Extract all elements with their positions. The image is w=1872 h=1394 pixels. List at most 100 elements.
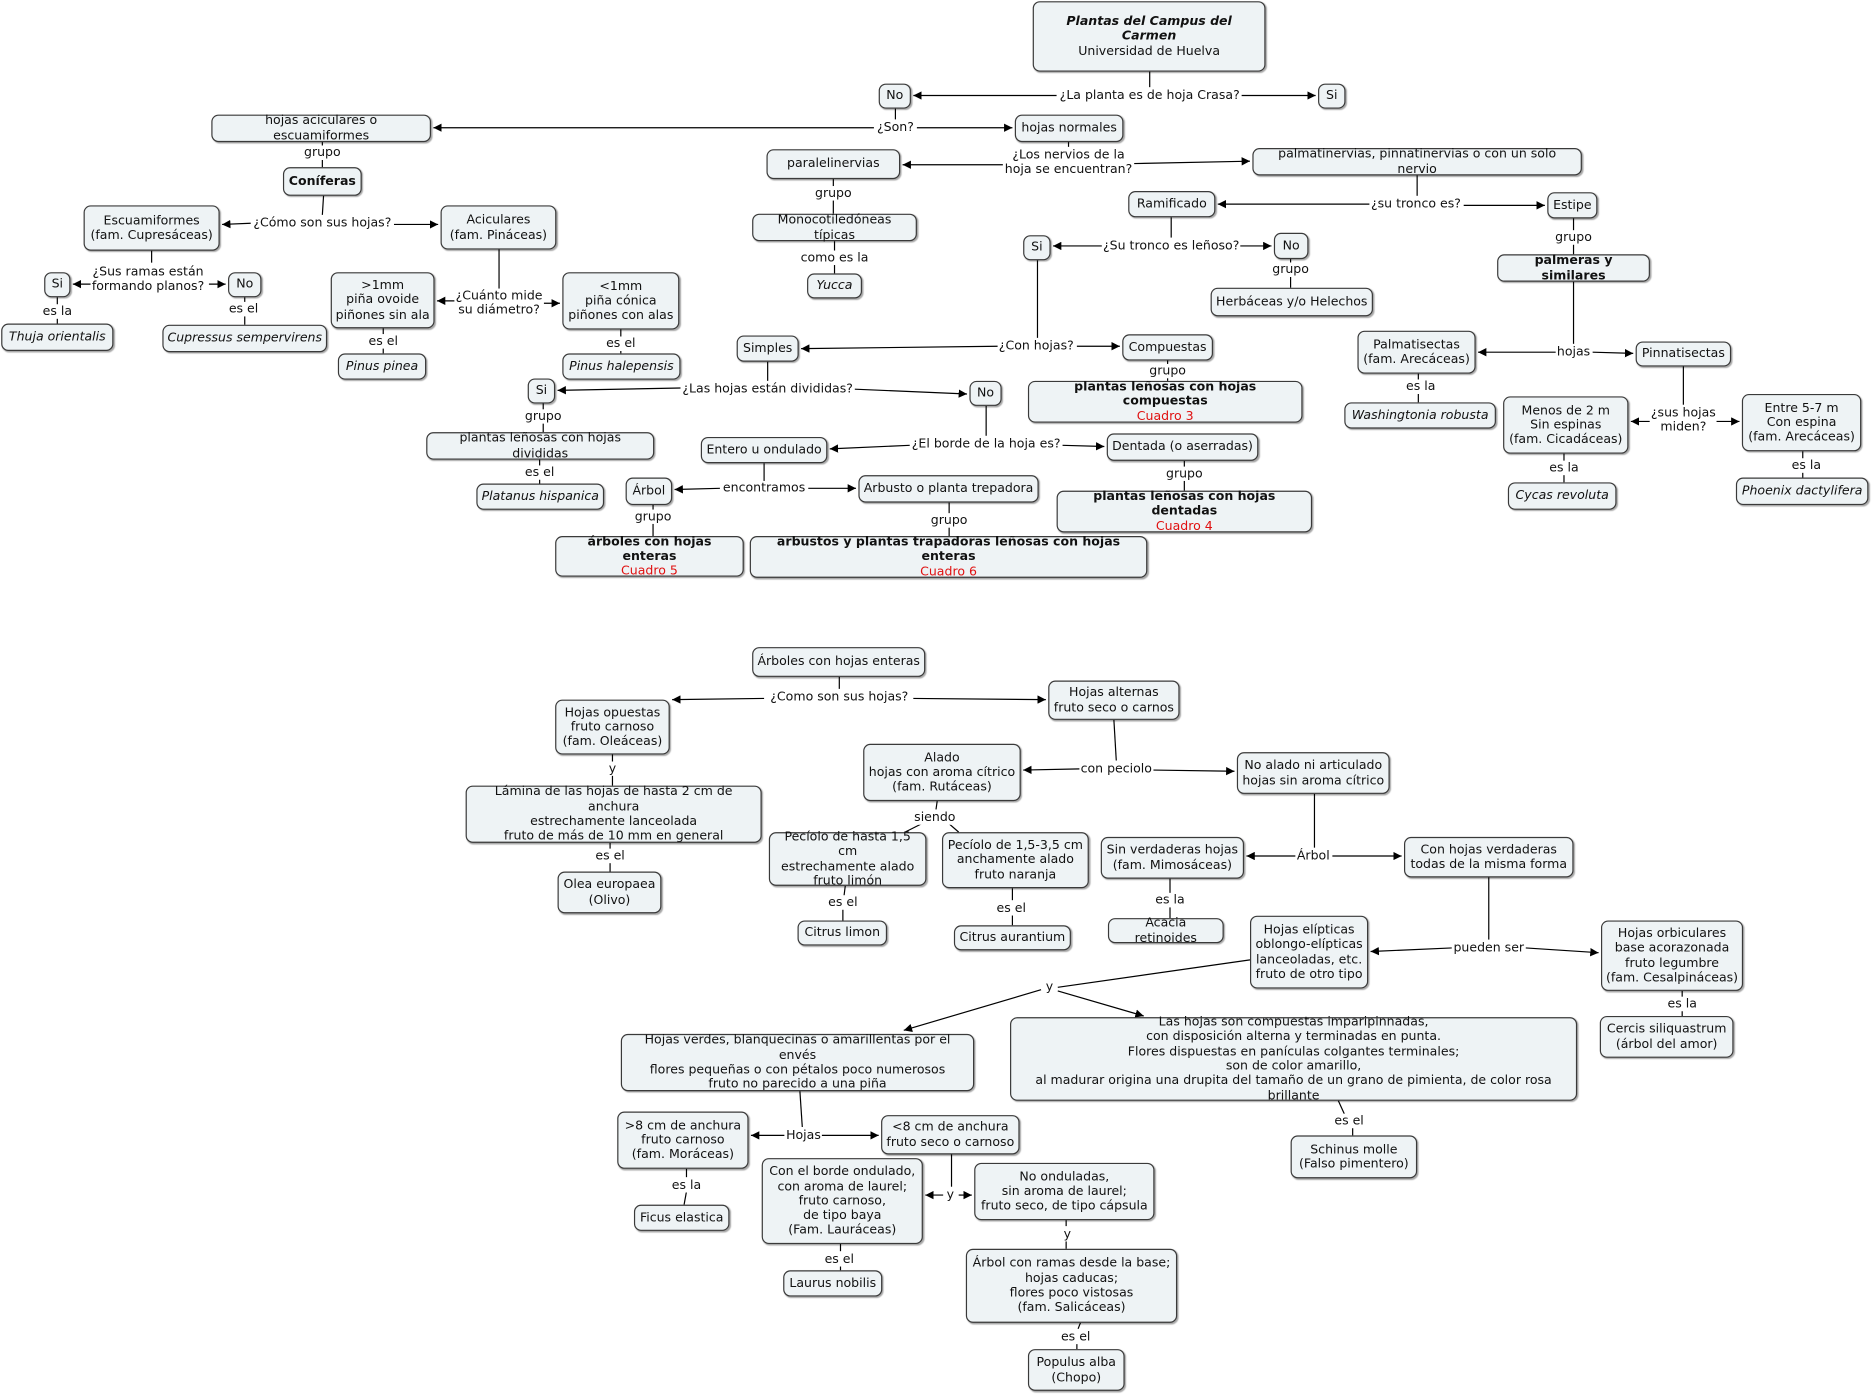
concept-entre57[interactable]: Entre 5-7 m Con espina (fam. Arecáceas) xyxy=(1741,393,1862,452)
concept-no2[interactable]: No xyxy=(1273,232,1309,260)
concept-text: palmatinervias, pinnatinervias o con un … xyxy=(1278,147,1557,177)
concept-acacia[interactable]: Acacia retinoides xyxy=(1107,916,1224,945)
concept-elipticas[interactable]: Hojas elípticas oblongo-elípticas lanceo… xyxy=(1249,915,1369,989)
concept-thuja[interactable]: Thuja orientalis xyxy=(1,323,114,352)
linking-phrase-cuanto: ¿Cuánto mide su diámetro? xyxy=(454,288,544,318)
concept-peciolo153[interactable]: Pecíolo de 1,5-3,5 cm anchamente alado f… xyxy=(941,832,1089,889)
concept-pinnatisectas[interactable]: Pinnatisectas xyxy=(1635,341,1732,367)
concept-citrus-limon[interactable]: Citrus limon xyxy=(797,920,888,946)
concept-escuamiformes[interactable]: Escuamiformes (fam. Cupresáceas) xyxy=(83,205,220,251)
concept-palmatinervias[interactable]: palmatinervias, pinnatinervias o con un … xyxy=(1252,147,1582,177)
concept-aciculares[interactable]: Aciculares (fam. Pináceas) xyxy=(440,205,557,250)
concept-text: Palmatisectas (fam. Arecáceas) xyxy=(1363,337,1470,367)
concept-si2[interactable]: Si xyxy=(1023,235,1051,261)
concept-yucca[interactable]: Yucca xyxy=(807,273,862,299)
concept-platanus[interactable]: Platanus hispanica xyxy=(476,483,605,510)
concept-dentada[interactable]: Dentada (o aserradas) xyxy=(1106,433,1259,461)
concept-estipe[interactable]: Estipe xyxy=(1547,192,1598,219)
concept-arbusto[interactable]: Arbusto o planta trepadora xyxy=(858,475,1039,503)
concept-palmatisectas[interactable]: Palmatisectas (fam. Arecáceas) xyxy=(1357,330,1476,374)
concept-arbol[interactable]: Árbol xyxy=(625,477,673,506)
concept-coniferas[interactable]: Coníferas xyxy=(282,167,362,196)
concept-text: Hojas elípticas oblongo-elípticas lanceo… xyxy=(1255,922,1363,982)
concept-orbiculares[interactable]: Hojas orbiculares base acorazonada fruto… xyxy=(1600,920,1744,991)
concept-schinus[interactable]: Schinus molle (Falso pimentero) xyxy=(1290,1135,1418,1179)
concept-imparipinnadas[interactable]: Las hojas son compuestas imparipinnadas,… xyxy=(1010,1015,1578,1103)
concept-sin-verdaderas[interactable]: Sin verdaderas hojas (fam. Mimosáceas) xyxy=(1100,836,1245,879)
concept-text: Árbol con ramas desde la base; hojas cad… xyxy=(972,1256,1171,1315)
concept-pinus-halepensis[interactable]: Pinus halepensis xyxy=(562,353,681,380)
concept-laurel[interactable]: Con el borde ondulado, con aroma de laur… xyxy=(761,1158,923,1245)
concept-lamina[interactable]: Lámina de las hojas de hasta 2 cm de anc… xyxy=(465,785,762,843)
concept-arboles-h[interactable]: Árboles con hojas enteras xyxy=(752,647,926,677)
concept-no3[interactable]: No xyxy=(228,272,262,298)
concept-menos8cm[interactable]: <8 cm de anchura fruto seco o carnoso xyxy=(881,1115,1020,1155)
connector-arrow xyxy=(1370,946,1452,956)
concept-no1[interactable]: No xyxy=(878,83,911,109)
concept-si4[interactable]: Si xyxy=(527,378,556,404)
concept-ramificado[interactable]: Ramificado xyxy=(1128,191,1216,218)
concept-no-onduladas[interactable]: No onduladas, sin aroma de laurel; fruto… xyxy=(974,1162,1155,1221)
concept-palmeras[interactable]: palmeras y similares xyxy=(1497,253,1650,282)
concept-si1[interactable]: Si xyxy=(1318,83,1346,109)
concept-herbaceas[interactable]: Herbáceas y/o Helechos xyxy=(1210,287,1373,317)
concept-alternas[interactable]: Hojas alternas fruto seco o carnos xyxy=(1048,680,1180,720)
concept-peciolo15[interactable]: Pecíolo de hasta 1,5 cm estrechamente al… xyxy=(768,830,927,888)
connector-arrow xyxy=(913,695,1046,704)
connector-arrow xyxy=(222,219,251,229)
concept-verdes[interactable]: Hojas verdes, blanquecinas o amarillenta… xyxy=(620,1033,975,1092)
concept-mas8cm[interactable]: >8 cm de anchura fruto carnoso (fam. Mor… xyxy=(617,1111,749,1169)
concept-ficus[interactable]: Ficus elastica xyxy=(633,1204,730,1231)
concept-arbustos-enteras[interactable]: arbustos y plantas trapadoras leñosas co… xyxy=(749,535,1148,579)
connector-line xyxy=(1057,959,1251,988)
concept-cycas[interactable]: Cycas revoluta xyxy=(1507,482,1617,510)
linking-phrase-grupo-dent: grupo xyxy=(1164,466,1204,482)
concept-salicaceas[interactable]: Árbol con ramas desde la base; hojas cad… xyxy=(965,1248,1178,1323)
concept-text: plantas leñosas con hojas dentadas xyxy=(1093,489,1276,519)
concept-entero[interactable]: Entero u ondulado xyxy=(700,436,828,464)
concept-pinus-pinea[interactable]: Pinus pinea xyxy=(337,353,427,380)
concept-text: Menos de 2 m Sin espinas (fam. Cicadácea… xyxy=(1509,402,1623,447)
concept-laurus[interactable]: Laurus nobilis xyxy=(783,1270,883,1297)
concept-text: Con el borde ondulado, con aroma de laur… xyxy=(769,1164,916,1238)
concept-citrus-aurantium[interactable]: Citrus aurantium xyxy=(953,925,1071,951)
concept-compuestas[interactable]: Compuestas xyxy=(1122,334,1213,361)
concept-text: Pinus halepensis xyxy=(569,359,674,374)
concept-no4[interactable]: No xyxy=(969,380,1002,406)
concept-simples[interactable]: Simples xyxy=(736,335,799,362)
concept-cercis[interactable]: Cercis siliquastrum (árbol del amor) xyxy=(1599,1015,1734,1058)
concept-aciculares-escuamiformes[interactable]: hojas aciculares o escuamiformes xyxy=(211,114,431,143)
connector-arrow xyxy=(1592,348,1634,358)
concept-monocotiledoneas[interactable]: Monocotiledóneas típicas xyxy=(752,213,917,242)
concept-washingtonia[interactable]: Washingtonia robusta xyxy=(1344,402,1496,429)
cuadro-reference: Cuadro 4 xyxy=(1155,518,1213,534)
concept-phoenix[interactable]: Phoenix dactylifera xyxy=(1735,477,1869,506)
concept-olea[interactable]: Olea europaea (Olivo) xyxy=(557,871,662,914)
concept-text: Alado hojas con aroma cítrico (fam. Rutá… xyxy=(868,750,1016,795)
connector-line xyxy=(904,823,922,833)
linking-phrase-como-son-2: ¿Como son sus hojas? xyxy=(769,689,910,705)
concept-menos2m[interactable]: Menos de 2 m Sin espinas (fam. Cicadácea… xyxy=(1503,396,1629,454)
concept-populus[interactable]: Populus alba (Chopo) xyxy=(1027,1349,1125,1391)
concept-pl-divididas[interactable]: plantas leñosas con hojas divididas xyxy=(426,431,655,460)
concept-opuestas[interactable]: Hojas opuestas fruto carnoso (fam. Oleác… xyxy=(555,699,670,755)
concept-text: Schinus molle (Falso pimentero) xyxy=(1299,1142,1409,1172)
connector-arrow xyxy=(557,386,681,395)
concept-paralelinervias[interactable]: paralelinervias xyxy=(766,149,901,180)
concept-hojas-normales[interactable]: hojas normales xyxy=(1014,114,1124,143)
concept-con-verdaderas[interactable]: Con hojas verdaderas todas de la misma f… xyxy=(1404,836,1574,878)
concept-mayor1mm[interactable]: >1mm piña ovoide piñones sin ala xyxy=(330,272,435,329)
concept-no-alado[interactable]: No alado ni articulado hojas sin aroma c… xyxy=(1236,752,1390,794)
concept-alado[interactable]: Alado hojas con aroma cítrico (fam. Rutá… xyxy=(863,743,1021,802)
linking-phrase-su-tronco: ¿su tronco es? xyxy=(1369,196,1463,212)
concept-cupressus[interactable]: Cupressus sempervirens xyxy=(162,324,328,353)
linking-phrase-divididas: ¿Las hojas están divididas? xyxy=(681,381,855,397)
concept-menor1mm[interactable]: <1mm piña cónica piñones con alas xyxy=(562,272,680,330)
concept-text: Platanus hispanica xyxy=(481,489,599,504)
concept-si3[interactable]: Si xyxy=(44,272,71,298)
